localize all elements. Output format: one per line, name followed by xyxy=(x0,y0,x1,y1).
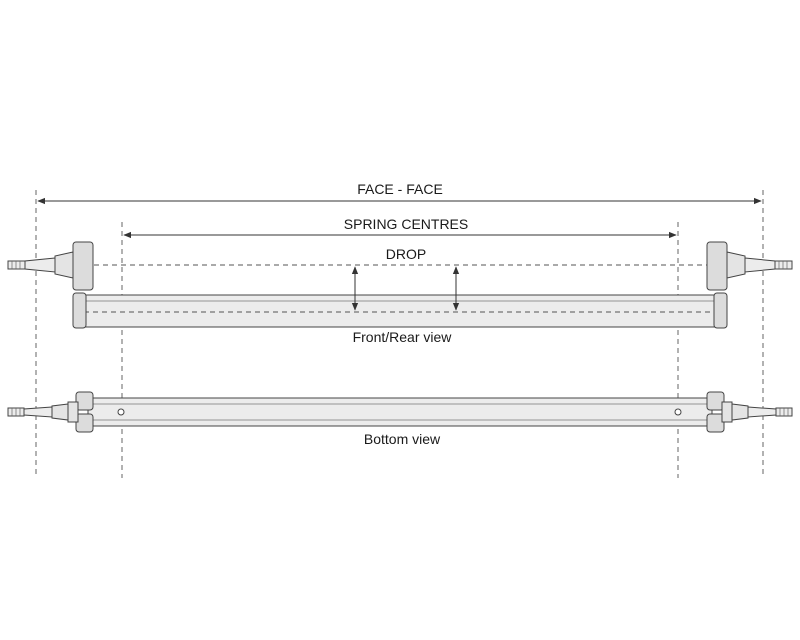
bottom-left-shoulder xyxy=(51,403,69,421)
left-spindle xyxy=(24,257,56,273)
bottom-left-stub-assembly xyxy=(7,391,94,433)
bottom-beam xyxy=(87,397,713,427)
left-spindle-thread xyxy=(7,260,26,270)
bottom-right-shoulder xyxy=(731,403,749,421)
spring-centres-dimension: SPRING CENTRES xyxy=(123,216,677,239)
right-hub-flange xyxy=(706,241,728,291)
bottom-left-spindle xyxy=(23,406,53,418)
right-spindle xyxy=(744,257,776,273)
bottom-right-hub xyxy=(721,401,733,423)
face-face-dimension: FACE - FACE xyxy=(37,181,762,205)
spring-seat-hole-left xyxy=(117,408,125,416)
face-face-label: FACE - FACE xyxy=(357,181,443,197)
extension-lines xyxy=(35,190,764,478)
spring-centres-label: SPRING CENTRES xyxy=(344,216,468,232)
right-spindle-shoulder xyxy=(726,251,746,279)
bottom-right-block-top xyxy=(706,391,725,411)
right-mount-block xyxy=(713,292,728,329)
bottom-left-hub xyxy=(67,401,79,423)
bottom-left-block-bottom xyxy=(75,413,94,433)
bottom-left-block-top xyxy=(75,391,94,411)
left-mount-block xyxy=(72,292,87,329)
bottom-view-caption: Bottom view xyxy=(364,431,441,447)
bottom-right-spindle xyxy=(747,406,777,418)
left-hub-flange xyxy=(72,241,94,291)
bottom-view: Bottom view xyxy=(7,391,793,447)
left-stub-assembly xyxy=(7,241,94,329)
bottom-right-block-bottom xyxy=(706,413,725,433)
left-spindle-shoulder xyxy=(54,251,74,279)
right-stub-assembly xyxy=(706,241,793,329)
bottom-right-stub-assembly xyxy=(706,391,793,433)
drop-label: DROP xyxy=(386,246,426,262)
spring-seat-hole-right xyxy=(674,408,682,416)
front-rear-view-caption: Front/Rear view xyxy=(353,329,453,345)
axle-beam xyxy=(83,294,717,328)
right-spindle-thread xyxy=(774,260,793,270)
front-rear-view: Front/Rear view xyxy=(7,241,793,345)
